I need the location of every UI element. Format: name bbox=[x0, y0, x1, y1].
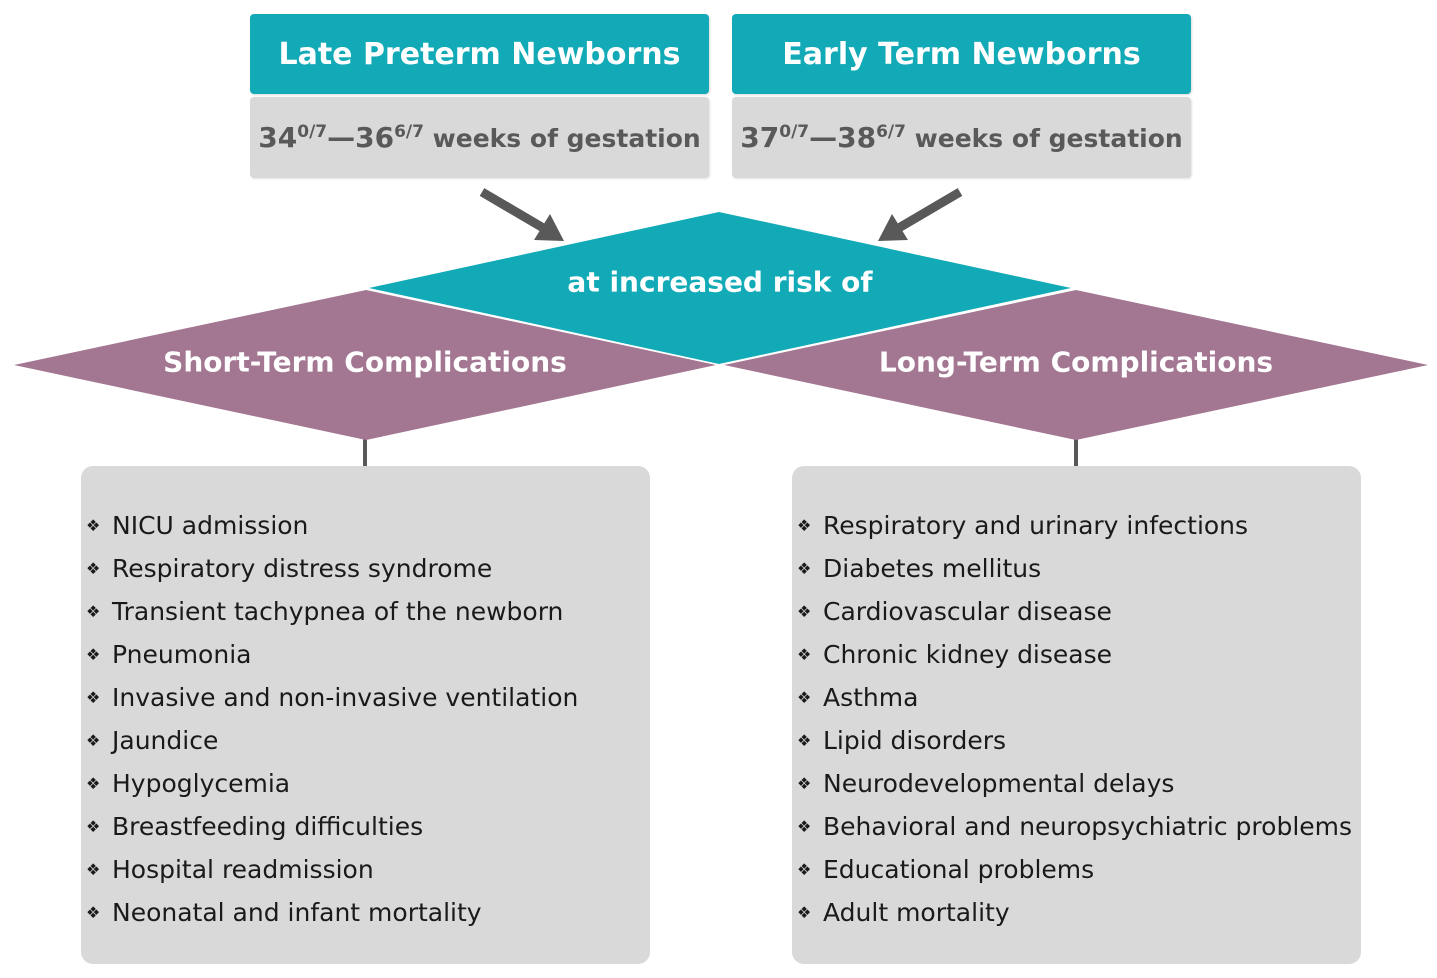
diamond-bullet-icon: ❖ bbox=[797, 645, 812, 664]
range-start-sup: 0/7 bbox=[779, 122, 810, 142]
range-start: 34 bbox=[258, 121, 298, 154]
list-item: ❖ Neurodevelopmental delays bbox=[792, 766, 1361, 809]
list-item: ❖ Respiratory and urinary infections bbox=[792, 508, 1361, 551]
list-item: ❖ Invasive and non-invasive ventilation bbox=[81, 680, 650, 723]
diamond-bullet-icon: ❖ bbox=[797, 774, 812, 793]
left-arrow-icon bbox=[479, 188, 564, 241]
diamond-bullet-icon: ❖ bbox=[86, 516, 101, 535]
diamond-bullet-icon: ❖ bbox=[86, 559, 101, 578]
diamond-bullet-icon: ❖ bbox=[797, 731, 812, 750]
list-item-text: Cardiovascular disease bbox=[823, 597, 1112, 626]
diamond-bullet-icon: ❖ bbox=[797, 860, 812, 879]
range-separator: — bbox=[327, 121, 356, 154]
diamond-bullet-icon: ❖ bbox=[86, 903, 101, 922]
diamond-bullet-icon: ❖ bbox=[797, 817, 812, 836]
list-item-text: Chronic kidney disease bbox=[823, 640, 1113, 669]
range-suffix: weeks of gestation bbox=[423, 124, 701, 153]
list-item: ❖ Asthma bbox=[792, 680, 1361, 723]
late-preterm-range: 340/7—366/7 weeks of gestation bbox=[250, 97, 709, 178]
list-item: ❖ Hypoglycemia bbox=[81, 766, 650, 809]
list-item-text: Breastfeeding difficulties bbox=[112, 812, 424, 841]
list-item-text: Hospital readmission bbox=[112, 855, 374, 884]
short-term-diamond bbox=[14, 290, 716, 440]
short-term-panel: ❖ NICU admission ❖ Respiratory distress sy… bbox=[81, 466, 650, 964]
early-term-range-text: 370/7—386/7 weeks of gestation bbox=[740, 121, 1182, 154]
diamond-bullet-icon: ❖ bbox=[86, 731, 101, 750]
range-start-sup: 0/7 bbox=[297, 122, 328, 142]
short-term-title: Short-Term Complications bbox=[163, 345, 567, 379]
list-item: ❖ Chronic kidney disease bbox=[792, 637, 1361, 680]
range-suffix: weeks of gestation bbox=[905, 124, 1183, 153]
list-item-text: Lipid disorders bbox=[823, 726, 1007, 755]
range-end-sup: 6/7 bbox=[876, 122, 906, 142]
list-item-text: Transient tachypnea of the newborn bbox=[112, 597, 564, 626]
list-item: ❖ Educational problems bbox=[792, 852, 1361, 895]
list-item-text: Behavioral and neuropsychiatric problems bbox=[823, 812, 1353, 841]
diamond-bullet-icon: ❖ bbox=[86, 817, 101, 836]
long-term-title: Long-Term Complications bbox=[878, 345, 1274, 379]
list-item: ❖ Adult mortality bbox=[792, 895, 1361, 938]
list-item: ❖ Behavioral and neuropsychiatric problem… bbox=[792, 809, 1361, 852]
range-start: 37 bbox=[740, 121, 780, 154]
list-item-text: Respiratory and urinary infections bbox=[823, 511, 1249, 540]
diamond-bullet-icon: ❖ bbox=[86, 602, 101, 621]
list-item: ❖ NICU admission bbox=[81, 508, 650, 551]
late-preterm-header: Late Preterm Newborns bbox=[250, 14, 709, 94]
late-preterm-range-text: 340/7—366/7 weeks of gestation bbox=[258, 121, 700, 154]
list-item-text: Pneumonia bbox=[112, 640, 252, 669]
list-item-text: Hypoglycemia bbox=[112, 769, 291, 798]
list-item: ❖ Transient tachypnea of the newborn bbox=[81, 594, 650, 637]
late-preterm-title: Late Preterm Newborns bbox=[278, 36, 681, 72]
long-term-list: ❖ Respiratory and urinary infections ❖ Dia… bbox=[792, 466, 1361, 938]
diamond-bullet-icon: ❖ bbox=[86, 860, 101, 879]
diamond-bullet-icon: ❖ bbox=[797, 559, 812, 578]
diamond-bullet-icon: ❖ bbox=[86, 688, 101, 707]
range-end: 36 bbox=[355, 121, 395, 154]
list-item: ❖ Cardiovascular disease bbox=[792, 594, 1361, 637]
diamond-bullet-icon: ❖ bbox=[797, 688, 812, 707]
list-item: ❖ Breastfeeding difficulties bbox=[81, 809, 650, 852]
list-item-text: Neonatal and infant mortality bbox=[112, 898, 482, 927]
diamond-bullet-icon: ❖ bbox=[797, 602, 812, 621]
list-item: ❖ Jaundice bbox=[81, 723, 650, 766]
diamond-bullet-icon: ❖ bbox=[86, 774, 101, 793]
list-item-text: Asthma bbox=[823, 683, 919, 712]
list-item-text: Diabetes mellitus bbox=[823, 554, 1042, 583]
range-end-sup: 6/7 bbox=[394, 122, 424, 142]
center-label: at increased risk of bbox=[567, 265, 873, 299]
diamond-bullet-icon: ❖ bbox=[86, 645, 101, 664]
list-item-text: Educational problems bbox=[823, 855, 1095, 884]
diamond-bullet-icon: ❖ bbox=[797, 516, 812, 535]
list-item-text: Neurodevelopmental delays bbox=[823, 769, 1175, 798]
list-item: ❖ Respiratory distress syndrome bbox=[81, 551, 650, 594]
long-term-panel: ❖ Respiratory and urinary infections ❖ Dia… bbox=[792, 466, 1361, 964]
risk-diamond bbox=[369, 212, 1071, 364]
list-item: ❖ Pneumonia bbox=[81, 637, 650, 680]
short-term-list: ❖ NICU admission ❖ Respiratory distress sy… bbox=[81, 466, 650, 938]
diamond-bullet-icon: ❖ bbox=[797, 903, 812, 922]
early-term-range: 370/7—386/7 weeks of gestation bbox=[732, 97, 1191, 178]
right-arrow-icon bbox=[878, 188, 963, 241]
list-item: ❖ Lipid disorders bbox=[792, 723, 1361, 766]
early-term-header: Early Term Newborns bbox=[732, 14, 1191, 94]
list-item-text: Respiratory distress syndrome bbox=[112, 554, 493, 583]
list-item-text: Jaundice bbox=[112, 726, 219, 755]
list-item-text: NICU admission bbox=[112, 511, 309, 540]
list-item: ❖ Neonatal and infant mortality bbox=[81, 895, 650, 938]
list-item-text: Invasive and non-invasive ventilation bbox=[112, 683, 579, 712]
range-separator: — bbox=[809, 121, 838, 154]
range-end: 38 bbox=[837, 121, 877, 154]
early-term-title: Early Term Newborns bbox=[782, 36, 1141, 72]
list-item: ❖ Hospital readmission bbox=[81, 852, 650, 895]
list-item-text: Adult mortality bbox=[823, 898, 1010, 927]
long-term-diamond bbox=[724, 290, 1428, 440]
list-item: ❖ Diabetes mellitus bbox=[792, 551, 1361, 594]
